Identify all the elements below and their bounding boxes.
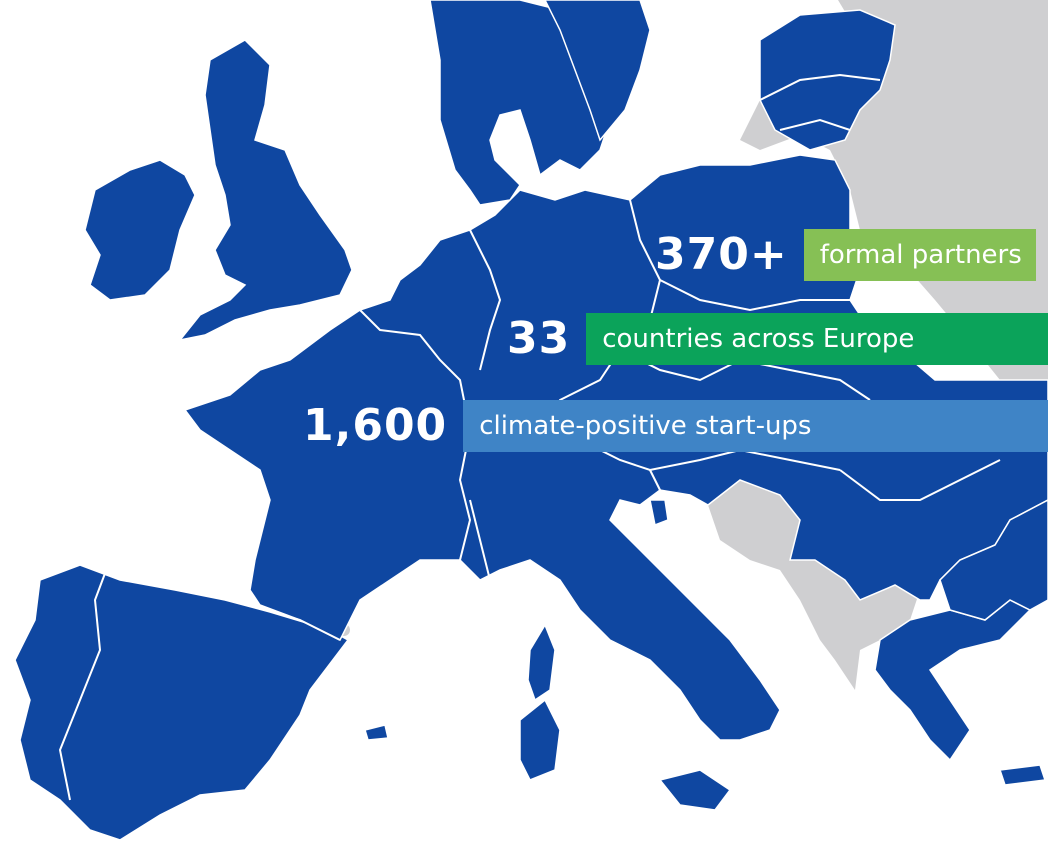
stat-label: formal partners	[803, 229, 1036, 281]
stat-countries: 33 countries across Europe	[507, 313, 1048, 365]
stat-formal-partners: 370+ formal partners	[655, 229, 1036, 281]
stat-label: countries across Europe	[586, 313, 1048, 365]
stat-number: 33	[507, 313, 571, 364]
stat-startups: 1,600 climate-positive start-ups	[303, 400, 1048, 452]
stat-label: climate-positive start-ups	[463, 400, 1048, 452]
stat-number: 370+	[655, 229, 788, 280]
stat-number: 1,600	[303, 400, 448, 451]
